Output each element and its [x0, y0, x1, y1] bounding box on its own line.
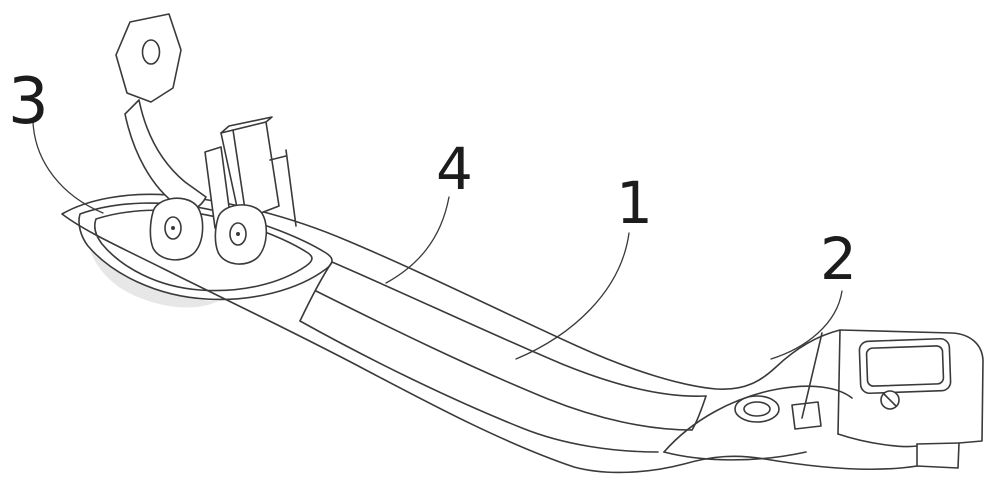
part-label-3: 3 [8, 65, 49, 139]
part-label-1: 1 [616, 169, 653, 237]
left-cup [78, 202, 333, 301]
leader-line-3 [32, 121, 104, 214]
grip-body [299, 261, 707, 453]
part-label-4: 4 [436, 135, 473, 203]
leader-line-1 [515, 232, 630, 360]
leader-line-2 [770, 290, 843, 360]
drawing-root [32, 13, 984, 474]
leader-line-4 [385, 196, 450, 284]
spring-bosses [149, 197, 268, 265]
leader-lines [32, 121, 843, 360]
cup-shade [90, 250, 218, 308]
part-label-2: 2 [820, 225, 857, 293]
pivot-arm [124, 99, 207, 211]
left-mount-tab [115, 13, 182, 103]
right-cup [663, 385, 853, 461]
right-end-bracket [801, 329, 960, 467]
